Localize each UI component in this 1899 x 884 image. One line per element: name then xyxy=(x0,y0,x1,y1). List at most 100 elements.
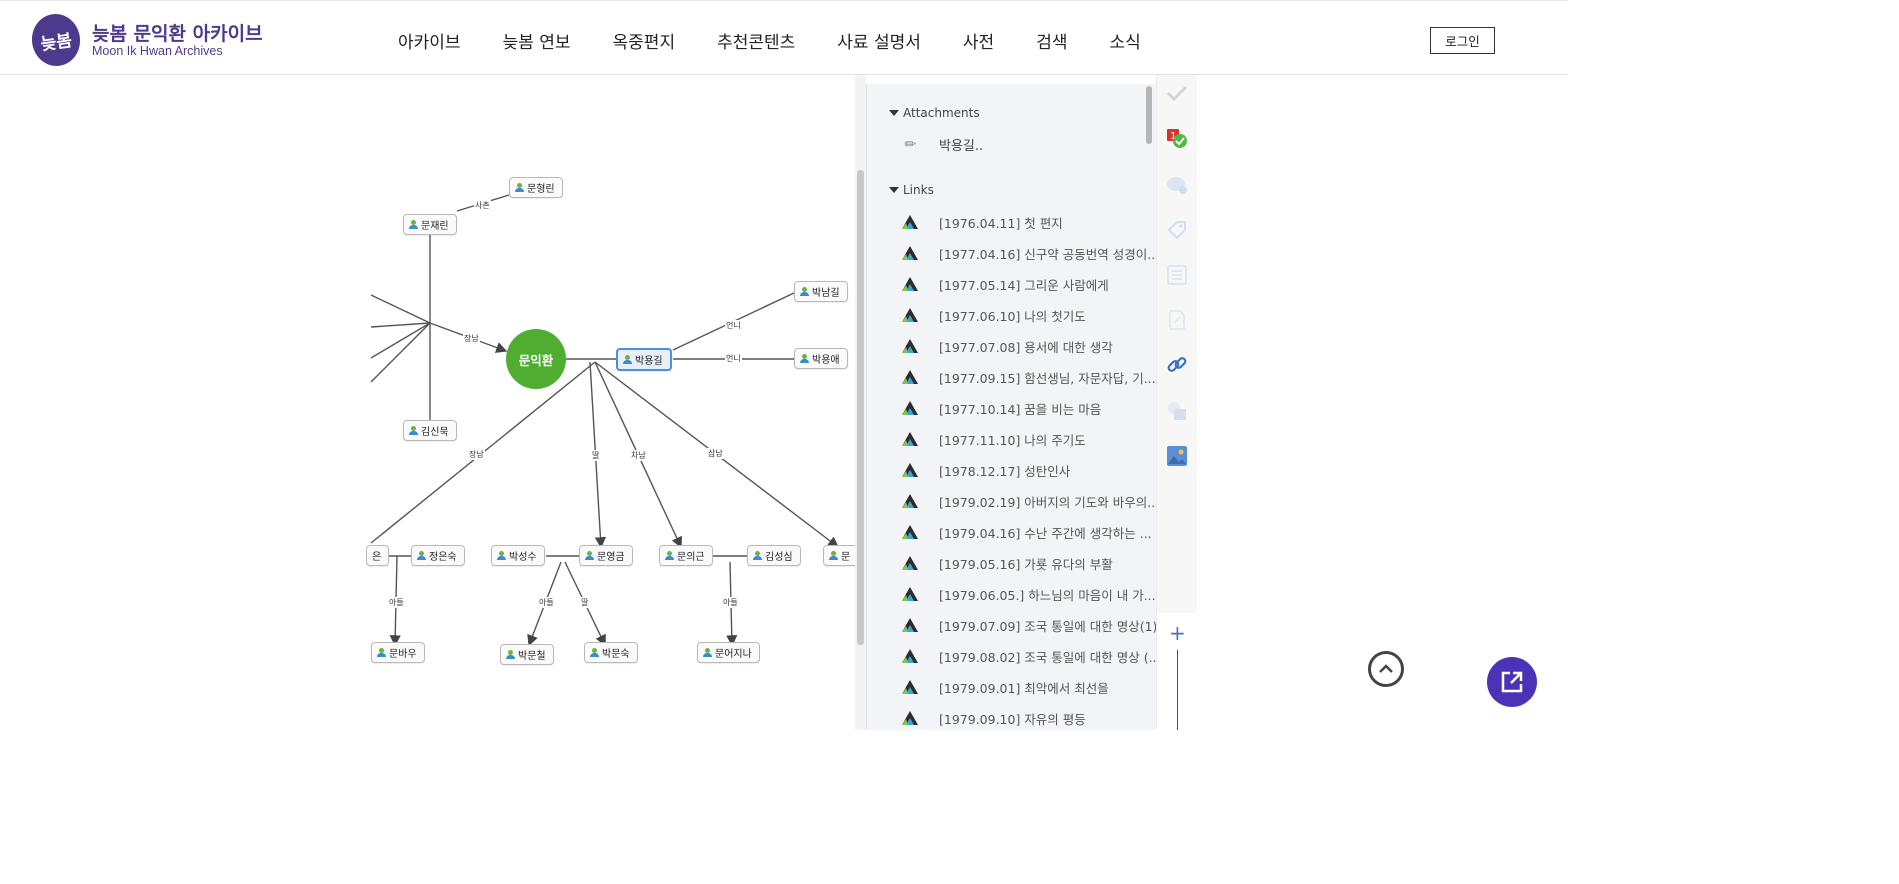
person-node-selected[interactable]: 박용길 xyxy=(616,348,672,371)
link-item[interactable]: [1977.10.14] 꿈을 비는 마음 xyxy=(901,398,1144,418)
person-node[interactable]: 김성심 xyxy=(747,545,801,566)
person-node[interactable]: 은 xyxy=(366,545,390,566)
person-icon xyxy=(623,355,632,364)
link-item[interactable]: [1977.07.08] 용서에 대한 생각 xyxy=(901,336,1144,356)
person-icon xyxy=(409,220,418,229)
person-node[interactable]: 문바우 xyxy=(371,642,425,663)
check-icon[interactable] xyxy=(1165,81,1189,105)
link-item[interactable]: [1978.12.17] 성탄인사 xyxy=(901,460,1144,480)
person-node[interactable]: 문영금 xyxy=(579,545,633,566)
logo-mark: 늦봄 xyxy=(28,10,84,70)
letter-doc-icon xyxy=(901,679,919,695)
nav-material-guide[interactable]: 사료 설명서 xyxy=(837,33,921,53)
nav-dictionary[interactable]: 사전 xyxy=(962,33,995,53)
external-link-icon xyxy=(1501,671,1523,693)
link-item[interactable]: [1979.08.02] 조국 통일에 대한 명상 (... xyxy=(901,646,1161,666)
letter-doc-icon xyxy=(901,555,919,571)
person-icon xyxy=(703,648,712,657)
nav-recommended[interactable]: 추천콘텐츠 xyxy=(717,33,796,53)
link-icon[interactable] xyxy=(1165,353,1189,377)
add-button[interactable]: + xyxy=(1169,621,1186,645)
edge-label: 언니 xyxy=(725,320,742,331)
list-icon[interactable] xyxy=(1165,263,1189,287)
letter-doc-icon xyxy=(901,710,919,726)
note-icon[interactable] xyxy=(1165,308,1189,332)
attachments-header[interactable]: Attachments xyxy=(889,106,980,120)
login-button[interactable]: 로그인 xyxy=(1430,27,1495,54)
side-toolbar: 1 xyxy=(1156,75,1197,613)
letter-doc-icon xyxy=(901,462,919,478)
chevron-up-icon xyxy=(1379,664,1393,673)
person-node[interactable]: 박문숙 xyxy=(584,642,638,663)
person-node[interactable]: 문 xyxy=(823,545,859,566)
edge-label: 언니 xyxy=(725,353,742,364)
person-icon xyxy=(800,354,809,363)
attachment-item[interactable]: ✐ 박용길.. xyxy=(899,134,984,155)
link-item[interactable]: [1979.05.16] 가룟 유다의 부활 xyxy=(901,553,1144,573)
link-item[interactable]: [1979.09.01] 최악에서 최선을 xyxy=(901,677,1144,697)
person-icon xyxy=(417,551,426,560)
edge-label: 딸 xyxy=(591,450,601,461)
person-node[interactable]: 김신묵 xyxy=(403,420,457,441)
nav-news[interactable]: 소식 xyxy=(1109,33,1141,53)
link-item[interactable]: [1979.04.16] 수난 주간에 생각하는 ... xyxy=(901,522,1152,542)
person-node[interactable]: 박남길 xyxy=(794,281,848,302)
site-logo[interactable]: 늦봄 늦봄 문익환 아카이브 Moon Ik Hwan Archives xyxy=(28,10,292,70)
edge-label: 차남 xyxy=(630,450,647,461)
nav-prison-letters[interactable]: 옥중편지 xyxy=(612,33,676,53)
link-item[interactable]: [1977.05.14] 그리운 사람에게 xyxy=(901,274,1144,294)
letter-doc-icon xyxy=(901,586,919,602)
open-external-button[interactable] xyxy=(1487,657,1537,707)
tag-icon[interactable] xyxy=(1165,218,1189,242)
letter-doc-icon xyxy=(901,524,919,540)
image-icon[interactable] xyxy=(1165,444,1189,468)
person-node[interactable]: 정은숙 xyxy=(411,545,465,566)
link-item[interactable]: [1977.11.10] 나의 주기도 xyxy=(901,429,1144,449)
link-item[interactable]: [1977.06.10] 나의 첫기도 xyxy=(901,305,1144,325)
collapse-triangle-icon xyxy=(889,110,899,116)
link-item[interactable]: [1979.02.19] 아버지의 기도와 바우의... xyxy=(901,491,1159,511)
link-item[interactable]: [1979.07.09] 조국 통일에 대한 명상(1) xyxy=(901,615,1157,635)
link-item[interactable]: [1977.09.15] 함선생님, 자문자답, 기... xyxy=(901,367,1156,387)
person-icon xyxy=(377,648,386,657)
badge-check-icon[interactable]: 1 xyxy=(1165,127,1189,151)
svg-text:1: 1 xyxy=(1170,131,1176,142)
person-icon xyxy=(515,183,524,192)
shapes-icon[interactable] xyxy=(1165,399,1189,423)
person-node[interactable]: 문재린 xyxy=(403,214,457,235)
person-icon xyxy=(753,551,762,560)
logo-title-kr: 늦봄 문익환 아카이브 xyxy=(92,23,263,45)
panel-scrollbar-thumb[interactable] xyxy=(1146,86,1152,144)
person-icon xyxy=(800,287,809,296)
letter-doc-icon xyxy=(901,493,919,509)
link-item[interactable]: [1977.04.16] 신구약 공동번역 성경이... xyxy=(901,243,1159,263)
person-node[interactable]: 박용애 xyxy=(794,348,848,369)
person-node[interactable]: 박성수 xyxy=(491,545,545,566)
letter-doc-icon xyxy=(901,431,919,447)
letter-doc-icon xyxy=(901,400,919,416)
letter-doc-icon xyxy=(901,245,919,261)
person-icon xyxy=(497,551,506,560)
links-header[interactable]: Links xyxy=(889,183,934,197)
nav-archive[interactable]: 아카이브 xyxy=(398,33,461,53)
site-header: 늦봄 늦봄 문익환 아카이브 Moon Ik Hwan Archives 아카이… xyxy=(0,0,1568,75)
scroll-top-button[interactable] xyxy=(1368,651,1404,687)
collapse-triangle-icon xyxy=(889,187,899,193)
link-item[interactable]: [1979.06.05.] 하느님의 마음이 내 가... xyxy=(901,584,1156,604)
person-icon xyxy=(506,650,515,659)
center-node[interactable]: 문익환 xyxy=(506,329,566,389)
graph-scrollbar-thumb[interactable] xyxy=(857,170,864,645)
person-node[interactable]: 문의근 xyxy=(659,545,713,566)
nav-search[interactable]: 검색 xyxy=(1036,33,1068,53)
person-node[interactable]: 문형린 xyxy=(509,177,563,198)
person-node[interactable]: 박문철 xyxy=(500,644,554,665)
relation-graph[interactable]: 사촌 장남 언니 언니 장남 딸 차남 삼남 아들 아들 딸 아들 문익환 문형… xyxy=(366,75,859,730)
link-item[interactable]: [1976.04.11] 첫 편지 xyxy=(901,212,1144,232)
nav-chronology[interactable]: 늦봄 연보 xyxy=(502,33,571,53)
edge-label: 사촌 xyxy=(474,200,491,211)
person-node[interactable]: 문어지나 xyxy=(697,642,760,663)
paperclip-icon: ✐ xyxy=(899,134,919,155)
link-item[interactable]: [1979.09.10] 자유의 평등 xyxy=(901,708,1144,728)
comment-icon[interactable] xyxy=(1165,173,1189,197)
letter-doc-icon xyxy=(901,307,919,323)
